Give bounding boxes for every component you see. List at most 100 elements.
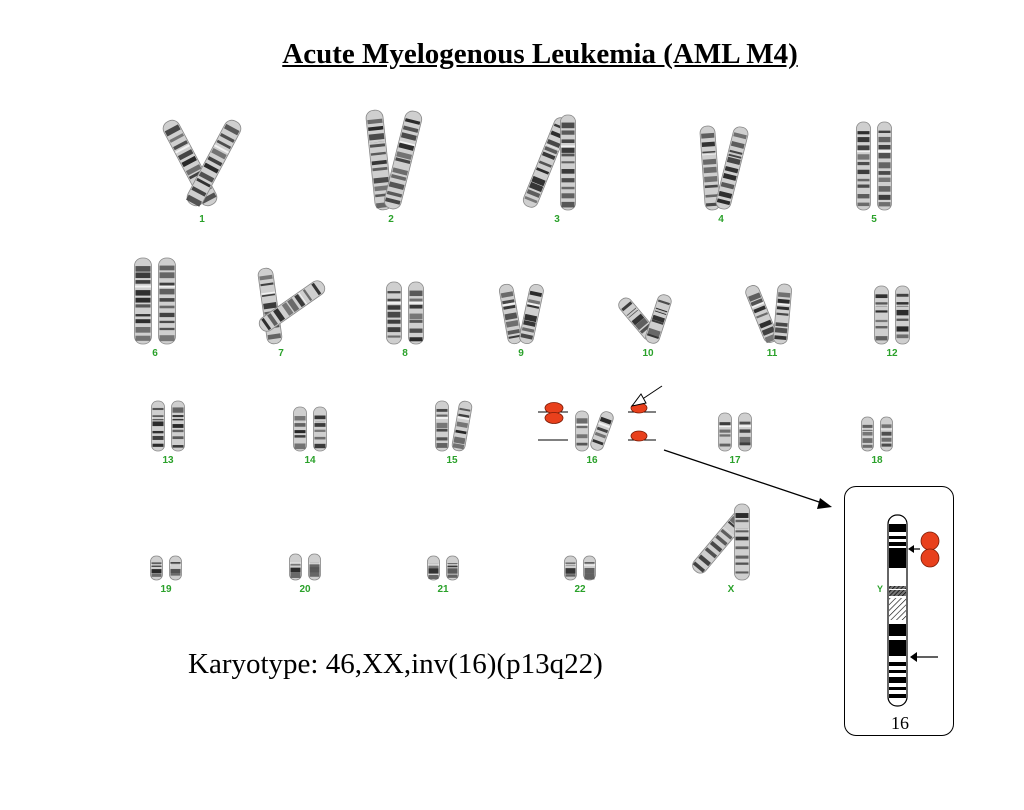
chromosome-18-b <box>880 416 893 452</box>
chromosome-label-8: 8 <box>402 348 408 359</box>
chromosome-pair-13 <box>151 400 185 452</box>
chromosome-label-2: 2 <box>388 214 394 225</box>
chromosome-pair-11 <box>745 283 792 345</box>
chromosome-6-b <box>158 257 176 345</box>
pointer-arrowhead <box>630 393 647 407</box>
signal-marker <box>630 430 648 442</box>
page-title: Acute Myelogenous Leukemia (AML M4) <box>282 38 798 70</box>
chromosome-label-5: 5 <box>871 214 877 225</box>
chromosome-label-16: 16 <box>586 455 598 466</box>
chromosome-19-a <box>150 555 163 581</box>
chromosome-label-10: 10 <box>642 348 654 359</box>
chromosome-pair-4 <box>699 125 749 211</box>
signal-marker <box>544 402 564 414</box>
chromosome-4-a <box>699 125 721 211</box>
chromosome-pair-14 <box>293 406 327 452</box>
chromosome-22-b <box>583 555 596 581</box>
chromosome-label-15: 15 <box>446 455 458 466</box>
chromosome-13-b <box>171 400 185 452</box>
chromosome-pair-20 <box>289 553 321 581</box>
chromosome-15-b <box>451 400 473 452</box>
chromosome-pair-5 <box>856 121 892 211</box>
chromosome-5-b <box>877 121 892 211</box>
karyotype-formula: Karyotype: 46,XX,inv(16)(p13q22) <box>188 648 603 680</box>
chromosome-20-a <box>289 553 302 581</box>
chromosome-17-b <box>738 412 752 452</box>
chromosome-label-4: 4 <box>718 214 724 225</box>
chromosome-3-a <box>522 117 570 208</box>
chromosome-label-11: 11 <box>767 348 778 359</box>
chromosome-14-b <box>313 406 327 452</box>
chromosome-14-a <box>293 406 307 452</box>
chromosome-label-20: 20 <box>299 584 311 595</box>
chromosome-pair-6 <box>134 257 176 345</box>
chromosome-pair-X <box>692 503 750 581</box>
chromosome-pair-18 <box>861 416 893 452</box>
chromosome-pair-22 <box>564 555 596 581</box>
chromosome-pair-9 <box>499 283 544 345</box>
chromosome-6-a <box>134 257 152 345</box>
chromosome-pair-10 <box>618 294 672 344</box>
chromosome-8-b <box>408 281 424 345</box>
chromosome-3-b <box>560 114 576 211</box>
chromosome-16-b <box>590 411 614 451</box>
chromosome-16-ideogram-box <box>844 486 954 736</box>
chromosome-label-14: 14 <box>304 455 316 466</box>
chromosome-label-X: X <box>728 584 735 595</box>
callout-arrowhead <box>817 498 832 509</box>
chromosome-label-13: 13 <box>162 455 174 466</box>
chromosome-13-a <box>151 400 165 452</box>
chromosome-pair-16 <box>575 410 614 452</box>
chromosome-18-a <box>861 416 874 452</box>
chromosome-pair-21 <box>427 555 459 581</box>
chromosome-label-7: 7 <box>278 348 284 359</box>
chromosome-5-a <box>856 121 871 211</box>
chromosome-X-b <box>734 503 750 581</box>
ideogram-chromosome-16 <box>887 514 908 707</box>
chromosome-pair-17 <box>718 412 752 452</box>
ideogram-label: 16 <box>891 713 909 733</box>
chromosome-1-b <box>186 119 242 207</box>
chromosome-pair-3 <box>522 114 576 211</box>
chromosome-10-b <box>645 294 672 344</box>
chromosome-11-b <box>773 283 792 345</box>
chromosome-22-a <box>564 555 577 581</box>
chromosome-label-6: 6 <box>152 348 158 359</box>
chromosome-15-a <box>435 400 449 452</box>
chromosome-11-a <box>745 285 778 344</box>
chromosome-label-18: 18 <box>871 455 883 466</box>
chromosome-pair-2 <box>365 109 423 211</box>
chromosome-label-22: 22 <box>574 584 586 595</box>
chromosome-9-a <box>499 283 522 345</box>
chromosome-16-a <box>575 410 589 452</box>
chromosome-pair-7 <box>257 267 326 345</box>
chromosome-4-b <box>715 126 749 210</box>
chromosome-9-b <box>519 283 544 345</box>
chromosome-19-b <box>169 555 182 581</box>
ideogram-signal-marker <box>920 548 940 568</box>
callout-arrow <box>663 449 829 506</box>
chromosome-21-a <box>427 555 440 581</box>
chromosome-pair-12 <box>874 285 910 345</box>
chromosome-7-b <box>258 280 326 332</box>
chromosome-17-a <box>718 412 732 452</box>
chromosome-pair-8 <box>386 281 424 345</box>
chromosome-label-21: 21 <box>437 584 449 595</box>
chromosome-pair-19 <box>150 555 182 581</box>
chromosome-label-1: 1 <box>199 214 205 225</box>
chromosome-2-a <box>365 109 393 211</box>
chromosome-12-a <box>874 285 889 345</box>
chromosome-label-17: 17 <box>729 455 741 466</box>
chromosome-20-b <box>308 553 321 581</box>
signal-marker <box>544 412 564 424</box>
ideogram-arrowhead <box>910 652 917 662</box>
ideogram-arrowhead <box>908 545 914 553</box>
ideogram-band-label: Y <box>877 584 883 594</box>
chromosome-label-3: 3 <box>554 214 560 225</box>
chromosome-12-b <box>895 285 910 345</box>
chromosome-pair-1 <box>162 119 242 207</box>
chromosome-2-b <box>383 110 423 210</box>
chromosome-label-9: 9 <box>518 348 524 359</box>
chromosome-21-b <box>446 555 459 581</box>
